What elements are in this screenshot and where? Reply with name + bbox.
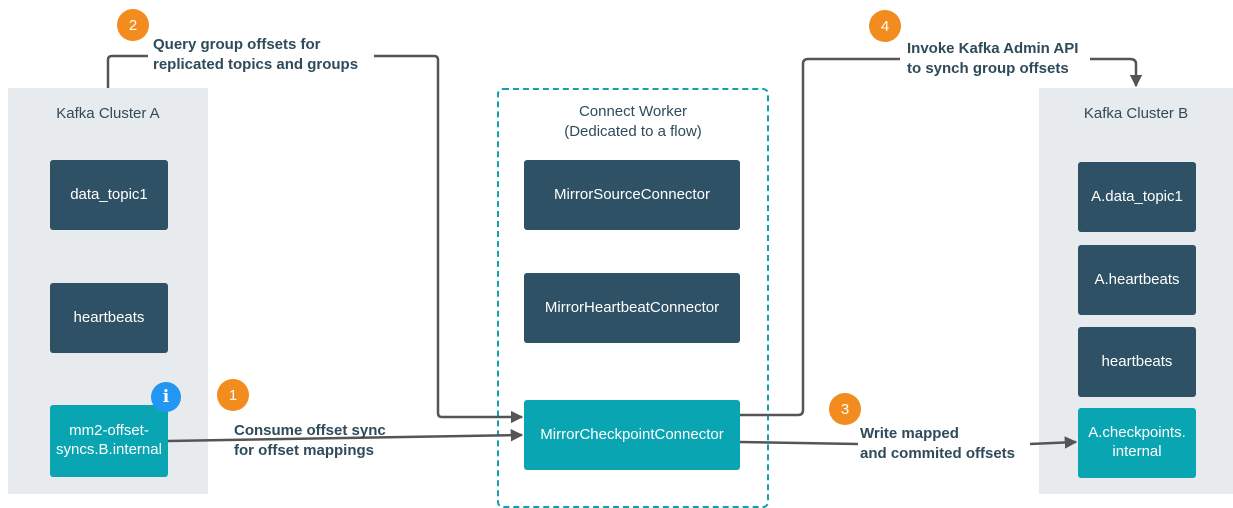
cluster-a-topic-data-topic1: data_topic1	[50, 160, 168, 230]
step-2-label: Query group offsets for replicated topic…	[153, 35, 358, 76]
connector-arrows	[106, 54, 1233, 494]
step-2-label-line1: Query group offsets for	[153, 36, 321, 53]
step-2-badge: 2	[117, 9, 149, 41]
cluster-a-topic-offset-syncs: mm2-offset- syncs.B.internal	[50, 405, 168, 477]
step-1-badge: 1	[217, 379, 249, 411]
step-2-label-line2: replicated topics and groups	[153, 56, 359, 74]
connect-worker-title-line2: (Dedicated to a flow)	[564, 123, 702, 141]
step-1-label-line2: for offset mappings	[234, 442, 375, 460]
cluster-b-topic-a-heartbeats: A.heartbeats	[1078, 245, 1196, 315]
info-icon[interactable]: i	[151, 382, 181, 412]
step-3-label-line2: and commited offsets	[860, 445, 1016, 463]
step-3-label-line1: Write mapped	[860, 425, 959, 442]
arrow-query-group-offsets	[106, 54, 522, 417]
step-3-label: Write mapped and commited offsets	[860, 424, 1015, 465]
cluster-b-topic-a-data-topic1: A.data_topic1	[1078, 162, 1196, 232]
cluster-b-topic-a-checkpoints-internal: A.checkpoints. internal	[1078, 408, 1196, 478]
mirror-heartbeat-connector: MirrorHeartbeatConnector	[524, 273, 740, 343]
step-1-label-line1: Consume offset sync	[234, 422, 386, 439]
step-3-badge: 3	[829, 393, 861, 425]
arrow-invoke-admin-api	[740, 57, 1136, 417]
arrow-write-mapped-offsets	[739, 442, 1076, 444]
kafka-cluster-a-title: Kafka Cluster A	[56, 105, 160, 122]
step-1-label: Consume offset sync for offset mappings	[234, 421, 386, 462]
cluster-a-topic-heartbeats: heartbeats	[50, 283, 168, 353]
mirror-checkpoint-connector: MirrorCheckpointConnector	[524, 400, 740, 470]
step-4-badge: 4	[869, 10, 901, 42]
cluster-b-topic-heartbeats: heartbeats	[1078, 327, 1196, 397]
connect-worker-title-line1: Connect Worker	[578, 103, 688, 120]
step-4-label-line2: to synch group offsets	[907, 60, 1069, 78]
kafka-cluster-b-title: Kafka Cluster B	[1083, 105, 1189, 122]
connect-worker-title: Connect Worker (Dedicated to a flow)	[499, 102, 767, 143]
mirror-source-connector: MirrorSourceConnector	[524, 160, 740, 230]
step-4-label: Invoke Kafka Admin API to synch group of…	[907, 39, 1078, 80]
step-4-label-line1: Invoke Kafka Admin API	[907, 40, 1079, 57]
arrow-consume-offset-sync	[167, 428, 524, 443]
